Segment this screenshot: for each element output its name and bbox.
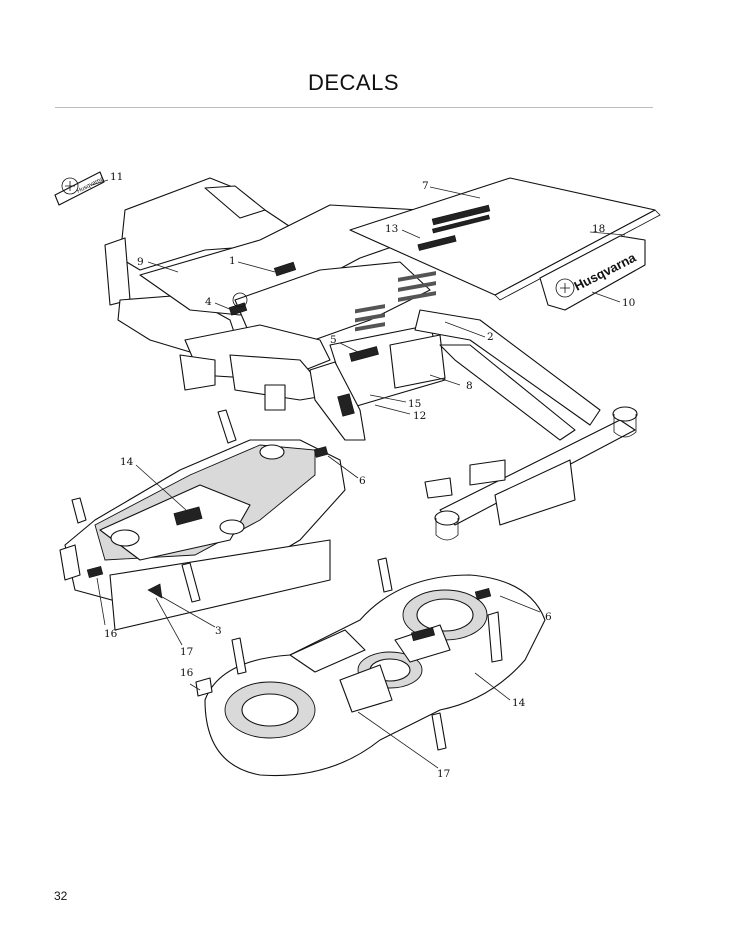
leader-lines xyxy=(91,179,626,769)
callout-5: 5 xyxy=(330,334,337,346)
header-rule xyxy=(55,107,653,108)
callout-1: 1 xyxy=(229,255,236,267)
callout-16b: 16 xyxy=(180,667,194,679)
callout-3: 3 xyxy=(215,625,222,637)
hood-plate xyxy=(349,177,661,301)
callout-7: 7 xyxy=(422,180,429,192)
lower-mower-deck xyxy=(195,557,546,777)
callout-18: 18 xyxy=(592,223,605,235)
upper-mower-deck xyxy=(59,409,346,631)
callout-14b: 14 xyxy=(512,697,526,709)
callout-13: 13 xyxy=(385,223,398,235)
callout-17a: 17 xyxy=(180,646,193,658)
callout-4: 4 xyxy=(205,296,212,308)
callout-6a: 6 xyxy=(359,475,366,487)
callout-12: 12 xyxy=(413,410,426,422)
callout-2: 2 xyxy=(487,331,494,343)
logo-decal-small: Husqvarna xyxy=(54,171,105,206)
page-title: DECALS xyxy=(307,70,400,95)
callout-15: 15 xyxy=(408,398,421,410)
safety-decal-panel xyxy=(355,271,436,332)
callout-16a: 16 xyxy=(104,628,118,640)
callout-9: 9 xyxy=(137,256,144,268)
callout-14a: 14 xyxy=(120,456,134,468)
callout-10: 10 xyxy=(622,297,635,309)
callout-6b: 6 xyxy=(545,611,552,623)
callout-17b: 17 xyxy=(437,768,450,780)
callout-11: 11 xyxy=(110,171,123,183)
callout-numbers: 11 1 2 4 5 7 8 9 10 12 13 14 14 15 16 16… xyxy=(104,171,635,780)
callout-8: 8 xyxy=(466,380,473,392)
page-number: 32 xyxy=(54,889,68,903)
